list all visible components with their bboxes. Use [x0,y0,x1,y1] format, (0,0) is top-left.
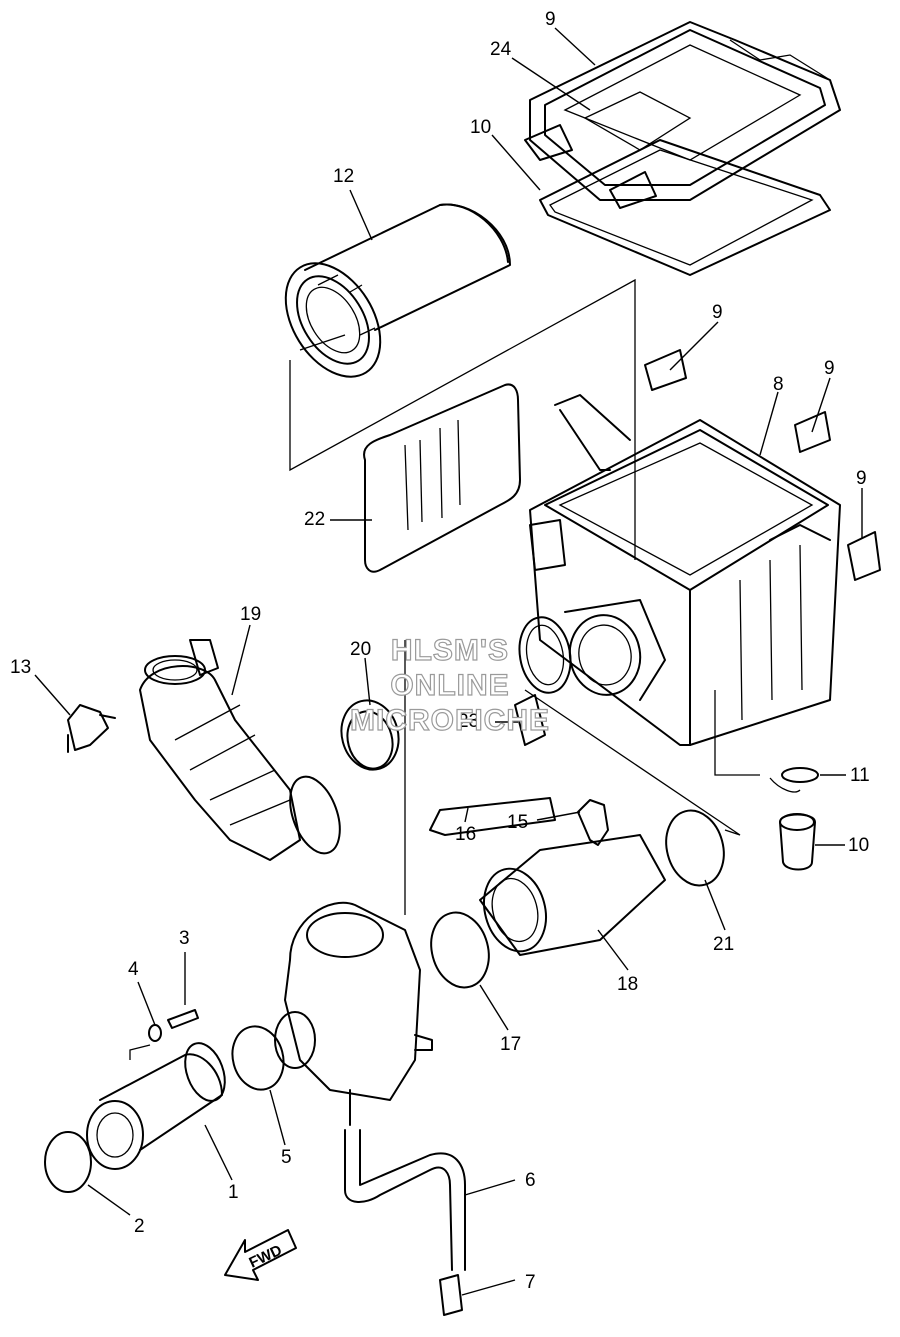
callout-21: 21 [713,934,734,955]
forward-direction-arrow: FWD [224,1229,297,1281]
part-holder [514,694,546,746]
callout-2: 2 [134,1216,145,1237]
callout-9-middle: 9 [824,358,835,379]
callout-8: 8 [773,374,784,395]
callout-16: 16 [455,824,476,845]
callout-11: 9 [545,9,556,30]
watermark-line-1: HLSM'S [391,634,509,667]
callout-labels: 9 24 10 12 9 8 9 9 22 19 13 20 23 11 10 … [10,9,870,1293]
assembly-reference-lines [129,278,760,1060]
part-intake-duct [479,834,666,956]
callout-6: 6 [525,1170,536,1191]
callout-9-right: 9 [856,468,867,489]
part-hose-6 [344,1129,466,1316]
watermark-line-3: MICROFICHE [350,704,550,737]
callout-13: 11 [850,765,870,786]
callout-23: 23 [458,711,479,732]
callout-1: 1 [228,1182,239,1203]
callout-5: 5 [281,1147,292,1168]
part-clamps [231,699,725,1091]
part-air-box-outlets [518,599,666,701]
part-air-filter-element [284,203,511,378]
callout-19: 19 [240,604,261,625]
callout-15-left: 13 [10,657,31,678]
callout-22: 22 [304,509,325,530]
part-fittings [67,704,609,846]
part-intake-joint [139,639,341,861]
watermark-line-2: ONLINE [390,669,509,702]
part-o-ring [44,1131,92,1193]
callout-10: 10 [470,117,491,138]
part-drain-parts [769,767,819,871]
callout-17: 17 [500,1034,521,1055]
part-air-box-cover [524,21,841,209]
callout-7: 7 [525,1272,536,1293]
callout-18: 18 [617,974,638,995]
callout-14: 12 [333,166,354,187]
watermark: HLSM'S ONLINE MICROFICHE [349,633,550,737]
part-filter-plate [363,383,521,573]
callout-15-right: 15 [507,812,528,833]
part-air-box [529,394,841,746]
part-clips [644,349,881,581]
callout-24: 24 [490,39,512,60]
fwd-label: FWD [247,1242,285,1272]
part-joint [86,1042,226,1170]
callout-leader-lines [34,27,863,1296]
callout-3: 3 [179,928,190,949]
callout-4: 4 [128,959,139,980]
part-gasket [539,139,831,276]
part-screw-washer [148,1009,199,1042]
callout-12: 10 [848,835,869,856]
part-carburetor [274,901,433,1126]
part-hose-16 [429,797,556,836]
callout-9-top: 9 [712,302,723,323]
callout-20: 20 [350,639,371,660]
